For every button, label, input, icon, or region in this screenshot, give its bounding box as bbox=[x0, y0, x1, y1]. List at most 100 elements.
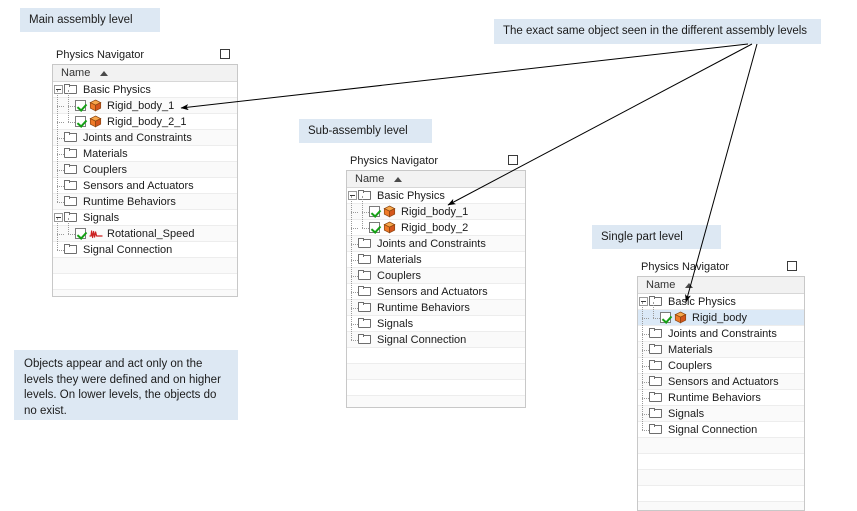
tree-row[interactable]: Basic Physics bbox=[347, 188, 525, 204]
tree-line bbox=[638, 333, 649, 358]
folder-icon bbox=[358, 189, 372, 201]
tree-row-label: Runtime Behaviors bbox=[668, 391, 761, 404]
tree-row[interactable]: Rigid_body bbox=[638, 301, 804, 326]
folder-icon bbox=[649, 327, 663, 339]
tree-row[interactable]: Couplers bbox=[347, 259, 525, 284]
tree-row[interactable]: Rigid_body_2_1 bbox=[53, 105, 237, 130]
tree-line bbox=[638, 301, 649, 326]
visibility-checkbox[interactable] bbox=[75, 116, 86, 127]
folder-icon bbox=[358, 317, 372, 329]
tree-row-label: Runtime Behaviors bbox=[377, 301, 470, 314]
tree-row[interactable]: Basic Physics bbox=[638, 294, 804, 310]
tree-row[interactable]: Sensors and Actuators bbox=[347, 275, 525, 300]
restore-window-icon[interactable] bbox=[220, 49, 230, 59]
tree-row[interactable]: Joints and Constraints bbox=[638, 317, 804, 342]
visibility-checkbox[interactable] bbox=[660, 312, 671, 323]
folder-icon bbox=[64, 179, 78, 191]
tree-line bbox=[347, 307, 358, 332]
visibility-checkbox[interactable] bbox=[75, 228, 86, 239]
panel-title-bar: Physics Navigator bbox=[637, 258, 805, 276]
tree-line bbox=[638, 381, 649, 406]
tree-row[interactable]: Runtime Behaviors bbox=[347, 291, 525, 316]
tree-row[interactable]: Rotational_Speed bbox=[53, 217, 237, 242]
tree-row[interactable]: Signal Connection bbox=[638, 413, 804, 438]
folder-icon bbox=[64, 211, 78, 223]
tree-row[interactable]: Signals bbox=[53, 210, 237, 226]
tree-row[interactable]: Materials bbox=[638, 333, 804, 358]
tree-row[interactable]: Sensors and Actuators bbox=[53, 169, 237, 194]
folder-icon bbox=[64, 131, 78, 143]
collapse-expander-icon[interactable] bbox=[638, 294, 649, 310]
tree-row-empty bbox=[347, 380, 525, 396]
folder-icon bbox=[358, 269, 372, 281]
tree-row-label: Rotational_Speed bbox=[107, 227, 195, 240]
tree-row[interactable]: Signal Connection bbox=[347, 323, 525, 348]
tree-row-label: Signals bbox=[377, 317, 414, 330]
tree-line bbox=[64, 89, 75, 114]
restore-window-icon[interactable] bbox=[787, 261, 797, 271]
folder-icon bbox=[64, 147, 78, 159]
collapse-expander-icon[interactable] bbox=[347, 188, 358, 204]
tree-row-label: Runtime Behaviors bbox=[83, 195, 176, 208]
tree-row[interactable]: Runtime Behaviors bbox=[638, 381, 804, 406]
tree-line bbox=[347, 211, 358, 236]
column-header-name[interactable]: Name bbox=[347, 171, 525, 188]
column-header-label: Name bbox=[61, 67, 91, 79]
tree-row-empty bbox=[347, 348, 525, 364]
tree-row-label: Rigid_body_2_1 bbox=[107, 115, 187, 128]
tree-row[interactable]: Joints and Constraints bbox=[53, 121, 237, 146]
tree-row[interactable]: Rigid_body_1 bbox=[53, 89, 237, 114]
rigid-body-cube-icon bbox=[89, 99, 102, 112]
column-header-name[interactable]: Name bbox=[53, 65, 237, 82]
tree-row-label: Joints and Constraints bbox=[377, 237, 486, 250]
tree-row-label: Rigid_body_2 bbox=[401, 221, 469, 234]
panel-title-text: Physics Navigator bbox=[641, 261, 730, 273]
tree-row[interactable]: Joints and Constraints bbox=[347, 227, 525, 252]
tree-row-label: Couplers bbox=[377, 269, 422, 282]
folder-icon bbox=[649, 423, 663, 435]
tree-row-empty bbox=[638, 502, 804, 510]
tree-row-label: Sensors and Actuators bbox=[83, 179, 194, 192]
restore-window-icon[interactable] bbox=[508, 155, 518, 165]
tree-row[interactable]: Runtime Behaviors bbox=[53, 185, 237, 210]
collapse-expander-icon[interactable] bbox=[53, 210, 64, 226]
tree-row-label: Basic Physics bbox=[377, 189, 445, 202]
folder-icon bbox=[358, 333, 372, 345]
folder-icon bbox=[358, 301, 372, 313]
sort-ascending-caret-icon bbox=[100, 70, 109, 76]
tree-line bbox=[64, 105, 75, 130]
tree-row-label: Sensors and Actuators bbox=[668, 375, 779, 388]
rigid-body-cube-icon bbox=[89, 115, 102, 128]
tree-row[interactable]: Materials bbox=[53, 137, 237, 162]
folder-icon bbox=[649, 375, 663, 387]
tree-row-empty bbox=[347, 364, 525, 380]
visibility-checkbox[interactable] bbox=[75, 100, 86, 111]
tree-row[interactable]: Materials bbox=[347, 243, 525, 268]
tree-row[interactable]: Rigid_body_2 bbox=[347, 211, 525, 236]
tree-row[interactable]: Basic Physics bbox=[53, 82, 237, 98]
tree-row[interactable]: Couplers bbox=[638, 349, 804, 374]
collapse-expander-icon[interactable] bbox=[53, 82, 64, 98]
tree-row[interactable]: Couplers bbox=[53, 153, 237, 178]
column-header-name[interactable]: Name bbox=[638, 277, 804, 294]
tree-row[interactable]: Signals bbox=[638, 397, 804, 422]
tree-row[interactable]: Signal Connection bbox=[53, 233, 237, 258]
tree-row[interactable]: Signals bbox=[347, 307, 525, 332]
tree-row[interactable]: Sensors and Actuators bbox=[638, 365, 804, 390]
tree-row[interactable]: Rigid_body_1 bbox=[347, 195, 525, 220]
tree-row-label: Joints and Constraints bbox=[668, 327, 777, 340]
tree-line bbox=[53, 217, 64, 242]
tree-row-label: Signal Connection bbox=[83, 243, 173, 256]
visibility-checkbox[interactable] bbox=[369, 222, 380, 233]
tree-line bbox=[347, 195, 358, 220]
tree-line bbox=[358, 195, 369, 220]
panel-title-text: Physics Navigator bbox=[56, 49, 145, 61]
tree-row-label: Materials bbox=[83, 147, 128, 160]
tree-row-label: Rigid_body bbox=[692, 311, 748, 324]
visibility-checkbox[interactable] bbox=[369, 206, 380, 217]
